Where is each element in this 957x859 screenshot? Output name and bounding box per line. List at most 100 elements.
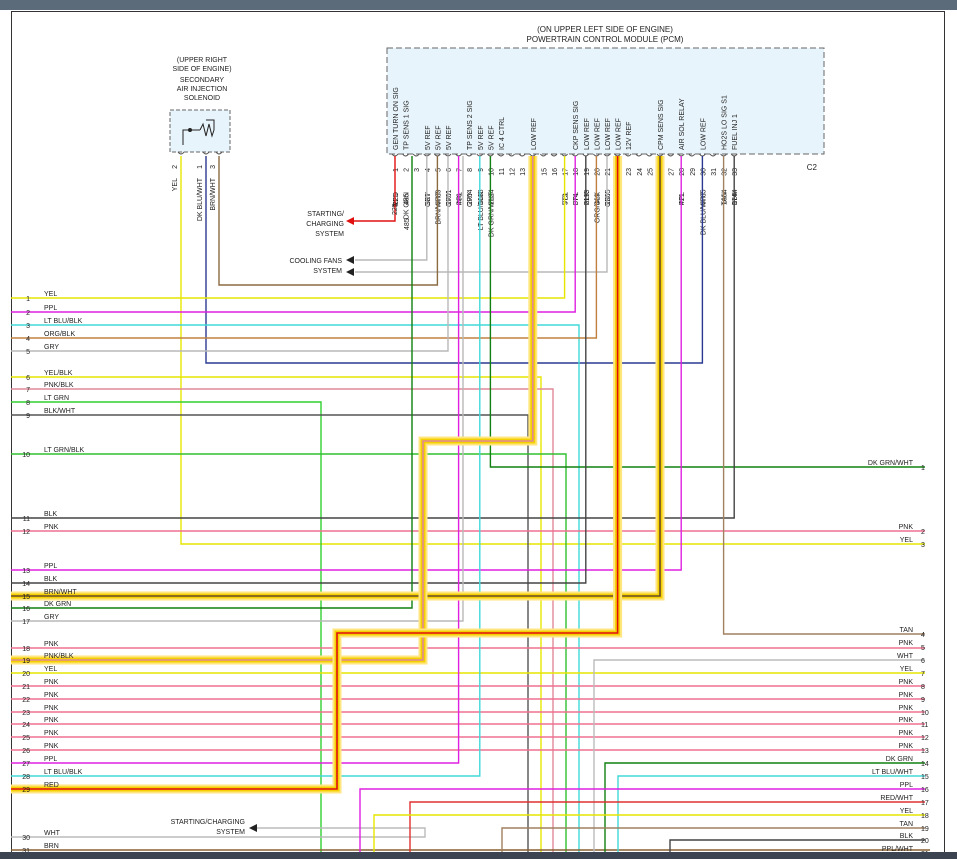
right-terminal-color: PPL	[900, 782, 913, 789]
solenoid-label-line: AIR INJECTION	[177, 86, 228, 93]
wire-row-13	[11, 156, 682, 571]
pcm-pin-circuit-number: 2199	[584, 189, 591, 205]
solenoid-coil-icon	[182, 119, 215, 145]
pcm-pin-terminal	[550, 153, 558, 157]
left-terminal-color: PNK	[44, 705, 59, 712]
right-terminal-color: PNK	[899, 692, 914, 699]
wire-cmp-sens-brn-wht	[11, 156, 661, 597]
pcm-pin-circuit-number: 1688	[478, 189, 485, 205]
wire-row-30	[11, 827, 426, 838]
solenoid-label-line: SECONDARY	[180, 77, 225, 84]
pcm-pin-function-label: LOW REF	[616, 118, 623, 150]
pcm-pin-circuit-number: 2701	[446, 189, 453, 205]
right-terminal-number: 15	[921, 774, 929, 781]
left-terminal-color: ORG/BLK	[44, 331, 75, 338]
right-terminal-color: PPL/WHT	[882, 846, 914, 853]
right-terminal-color: PNK	[899, 524, 914, 531]
left-terminal-color: YEL/BLK	[44, 370, 73, 377]
pcm-pin-number: 9	[478, 168, 485, 172]
right-terminal-color: BLK	[900, 833, 914, 840]
wire-solenoid-brn-wht	[218, 156, 439, 286]
wire-dk-grn-wht	[489, 156, 925, 468]
right-terminal-color: YEL	[900, 808, 913, 815]
solenoid-pin-terminal	[177, 151, 185, 155]
pcm-pin-wire-color: BLK	[732, 192, 739, 206]
pcm-pin-function-label: TP SENS 1 SIG	[404, 100, 411, 150]
wire-row-16	[11, 156, 413, 609]
pcm-pin-function-label: FUEL INJ 1	[732, 114, 739, 150]
left-terminal-color: PNK	[44, 641, 59, 648]
pcm-pin-wire-color: DK GRN/WHT	[488, 191, 495, 237]
svg-text:SYSTEM: SYSTEM	[313, 268, 342, 275]
solenoid-pin-wire-color: YEL	[172, 178, 179, 191]
wire-row-3	[11, 324, 580, 852]
left-terminal-number: 30	[22, 835, 30, 842]
left-terminal-color: PNK/BLK	[44, 653, 74, 660]
right-terminal-color: LT BLU/WHT	[872, 769, 914, 776]
pcm-pin-function-label: 5V REF	[488, 125, 495, 150]
pcm-pin-number: 3	[414, 168, 421, 172]
pcm-pin-circuit-number: 574	[573, 193, 580, 205]
left-terminal-color: LT BLU/BLK	[44, 318, 83, 325]
pcm-pin-wire-color: GRY	[467, 192, 474, 207]
pcm-pin-function-label: 5V REF	[478, 125, 485, 150]
left-terminal-color: YEL	[44, 291, 57, 298]
pcm-pin-terminal	[667, 153, 674, 157]
left-terminal-color: BRN/WHT	[44, 589, 77, 596]
pcm-pin-number: 31	[711, 168, 718, 176]
pcm-pin-wire-color: LT BLU/BLK	[478, 192, 485, 231]
pcm-pin-number: 4	[425, 168, 432, 172]
pcm-pin-terminal	[402, 153, 409, 157]
left-terminal-number: 16	[22, 606, 30, 613]
pcm-pin-circuit-number: 225	[393, 193, 400, 205]
wire-low-ref-red-glow	[11, 156, 623, 794]
svg-text:STARTING/CHARGING: STARTING/CHARGING	[171, 819, 245, 826]
left-terminal-number: 13	[22, 568, 30, 575]
pcm-pin-terminal	[497, 153, 505, 157]
wire-right-16	[359, 788, 925, 852]
wire-low-ref-pnk-blk	[11, 156, 534, 661]
pcm-pin-circuit-number: 2704	[467, 189, 474, 205]
right-terminal-number: 7	[921, 671, 925, 678]
left-terminal-color: PNK	[44, 679, 59, 686]
arrow-icon	[249, 824, 257, 832]
right-terminal-number: 9	[921, 697, 925, 704]
left-terminal-number: 26	[22, 748, 30, 755]
pcm-pin-function-label: IC 4 CTRL	[499, 117, 506, 150]
wire-row-1	[11, 156, 566, 299]
arrow-icon	[346, 256, 354, 264]
pcm-pin-wire-color: RED	[393, 192, 400, 207]
pcm-pin-wire-color: PPL	[457, 192, 464, 205]
right-terminal-color: PNK	[899, 743, 914, 750]
circuit-number: 225	[392, 203, 399, 215]
pcm-pin-number: 32	[722, 168, 729, 176]
left-terminal-number: 4	[26, 336, 30, 343]
pcm-pin-terminal	[635, 153, 643, 157]
pcm-pin-terminal	[412, 153, 420, 157]
left-terminal-color: PNK	[44, 717, 59, 724]
right-terminal-color: PNK	[899, 730, 914, 737]
right-terminal-number: 8	[921, 684, 925, 691]
right-terminal-number: 10	[921, 710, 929, 717]
pcm-pin-function-label: CKP SENS SIG	[573, 101, 580, 150]
wire-right-15	[617, 775, 925, 852]
left-terminal-color: PNK	[44, 524, 59, 531]
left-terminal-color: DK GRN	[44, 601, 71, 608]
right-terminal-number: 17	[921, 800, 929, 807]
wire-row-28	[11, 156, 481, 777]
wire-group	[11, 156, 930, 852]
left-terminal-color: BRN	[44, 843, 59, 850]
wire-right-19	[501, 827, 925, 852]
pcm-pin-function-label: LOW REF	[584, 118, 591, 150]
wire-solenoid-yel	[180, 156, 925, 545]
pcm-pin-wire-color: GRY	[605, 192, 612, 207]
pcm-pin-circuit-number: 1744	[732, 189, 739, 205]
right-terminal-number: 16	[921, 787, 929, 794]
pcm-pin-function-label: 12V REF	[626, 122, 633, 150]
wire-ho2s-tan	[722, 156, 925, 635]
pcm-pin-circuit-number: 573	[563, 193, 570, 205]
wire-cooling-fans-2	[355, 156, 608, 273]
pcm-pin-number: 19	[584, 168, 591, 176]
